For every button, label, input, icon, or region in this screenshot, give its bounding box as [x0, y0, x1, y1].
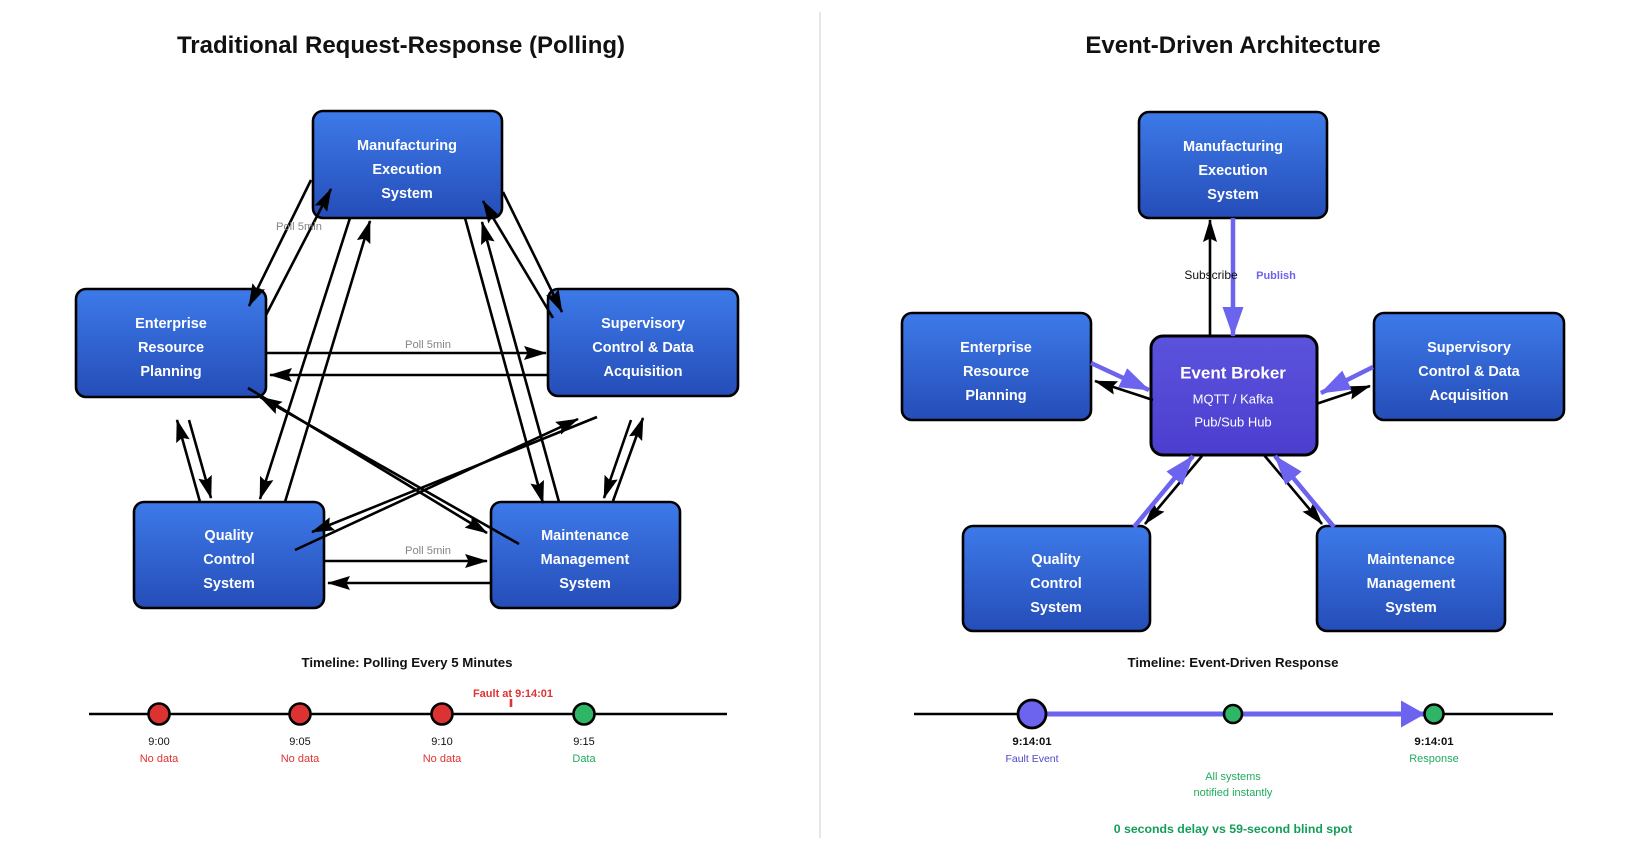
svg-text:Data: Data — [572, 753, 596, 765]
svg-text:9:10: 9:10 — [431, 736, 452, 748]
svg-text:Publish: Publish — [1256, 270, 1296, 282]
svg-text:Fault Event: Fault Event — [1005, 753, 1058, 765]
svg-text:Control: Control — [1030, 576, 1082, 592]
svg-text:Pub/Sub Hub: Pub/Sub Hub — [1194, 415, 1271, 430]
svg-text:Planning: Planning — [965, 388, 1026, 404]
svg-text:Quality: Quality — [204, 528, 253, 544]
svg-text:Resource: Resource — [963, 364, 1029, 380]
svg-text:Management: Management — [541, 552, 630, 568]
svg-text:No data: No data — [140, 753, 179, 765]
svg-text:0 seconds delay vs 59-second b: 0 seconds delay vs 59-second blind spot — [1114, 822, 1353, 836]
svg-text:Maintenance: Maintenance — [1367, 552, 1455, 568]
svg-text:System: System — [381, 186, 433, 202]
svg-text:Maintenance: Maintenance — [541, 528, 629, 544]
svg-text:9:05: 9:05 — [289, 736, 310, 748]
svg-text:Fault at 9:14:01: Fault at 9:14:01 — [473, 688, 553, 700]
svg-text:Event Broker: Event Broker — [1180, 364, 1286, 383]
svg-text:Event-Driven Architecture: Event-Driven Architecture — [1085, 32, 1380, 59]
svg-text:Control & Data: Control & Data — [1418, 364, 1520, 380]
svg-text:Enterprise: Enterprise — [135, 316, 207, 332]
svg-text:Resource: Resource — [138, 340, 204, 356]
svg-text:System: System — [1030, 600, 1082, 616]
svg-text:Manufacturing: Manufacturing — [357, 138, 457, 154]
svg-text:Execution: Execution — [1198, 163, 1267, 179]
svg-text:Enterprise: Enterprise — [960, 340, 1032, 356]
svg-text:Management: Management — [1367, 576, 1456, 592]
svg-text:Planning: Planning — [140, 364, 201, 380]
svg-text:No data: No data — [423, 753, 462, 765]
svg-text:System: System — [1385, 600, 1437, 616]
svg-text:Timeline: Polling Every 5 Minu: Timeline: Polling Every 5 Minutes — [301, 655, 512, 670]
svg-text:9:00: 9:00 — [148, 736, 169, 748]
svg-text:MQTT / Kafka: MQTT / Kafka — [1193, 392, 1274, 407]
svg-text:Manufacturing: Manufacturing — [1183, 139, 1283, 155]
svg-text:All systems: All systems — [1205, 771, 1261, 783]
svg-text:Control & Data: Control & Data — [592, 340, 694, 356]
svg-text:Acquisition: Acquisition — [1430, 388, 1509, 404]
svg-text:9:14:01: 9:14:01 — [1012, 736, 1052, 748]
svg-text:Traditional Request-Response (: Traditional Request-Response (Polling) — [177, 32, 625, 59]
svg-text:Control: Control — [203, 552, 255, 568]
svg-text:9:15: 9:15 — [573, 736, 594, 748]
svg-text:Supervisory: Supervisory — [1427, 340, 1511, 356]
svg-text:Subscribe: Subscribe — [1184, 268, 1238, 282]
svg-text:9:14:01: 9:14:01 — [1414, 736, 1454, 748]
svg-text:Acquisition: Acquisition — [604, 364, 683, 380]
svg-text:Poll 5min: Poll 5min — [405, 545, 451, 557]
svg-text:System: System — [203, 576, 255, 592]
svg-text:Supervisory: Supervisory — [601, 316, 685, 332]
svg-text:Response: Response — [1409, 753, 1459, 765]
svg-text:System: System — [559, 576, 611, 592]
svg-text:Poll 5min: Poll 5min — [405, 339, 451, 351]
svg-text:notified instantly: notified instantly — [1194, 787, 1273, 799]
svg-text:Execution: Execution — [372, 162, 441, 178]
svg-text:Timeline: Event-Driven Respons: Timeline: Event-Driven Response — [1127, 655, 1338, 670]
svg-text:No data: No data — [281, 753, 320, 765]
svg-text:Quality: Quality — [1031, 552, 1080, 568]
svg-text:Poll 5min: Poll 5min — [276, 221, 322, 233]
svg-text:System: System — [1207, 187, 1259, 203]
